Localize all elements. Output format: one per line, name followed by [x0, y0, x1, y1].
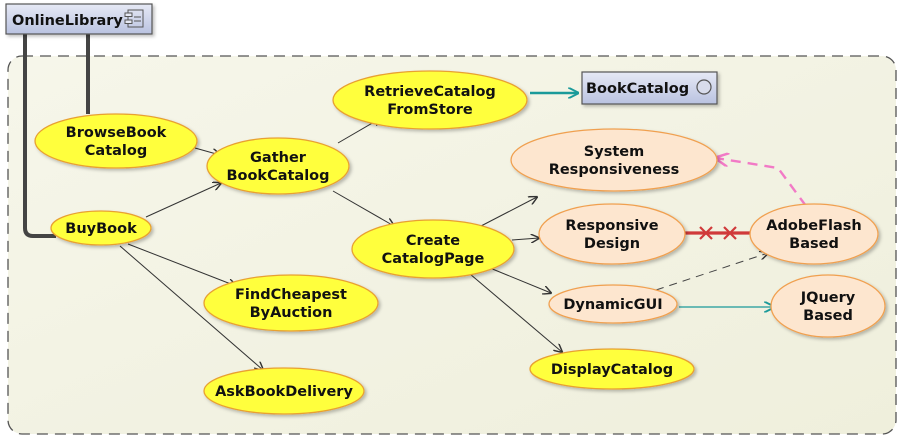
edge-dyngui-adobe	[655, 253, 768, 291]
node-shape-create	[351, 219, 515, 279]
node-label-jquery-0: JQuery	[800, 290, 856, 306]
node-shape-jquery	[770, 274, 886, 338]
edge-create-dyngui	[489, 267, 551, 293]
node-shape-display	[529, 348, 695, 390]
node-label-cheapest-0: FindCheapest	[235, 287, 347, 303]
edge-adobe-sysresp	[716, 158, 807, 207]
edge-create-respdesign	[511, 238, 539, 240]
node-buybook[interactable]: BuyBook	[50, 210, 152, 246]
interface-book-catalog[interactable]: BookCatalog	[581, 71, 718, 105]
node-label-retrieve-1: FromStore	[387, 102, 473, 118]
node-label-adobe-0: AdobeFlash	[766, 218, 861, 234]
edge-buybook-gather	[145, 183, 221, 218]
node-label-sysresp-0: System	[584, 144, 644, 160]
node-label-jquery-1: Based	[803, 308, 853, 324]
node-shape-gather	[206, 137, 350, 195]
interface-label: BookCatalog	[586, 81, 689, 97]
node-dyngui[interactable]: DynamicGUI	[548, 284, 678, 324]
node-display[interactable]: DisplayCatalog	[529, 348, 695, 390]
node-shape-browse	[34, 113, 198, 169]
node-shape-buybook	[50, 210, 152, 246]
edge-create-display	[469, 273, 562, 352]
node-shape-dyngui	[548, 284, 678, 324]
circle-interface-icon	[696, 79, 712, 95]
edge-gather-create	[332, 190, 394, 226]
node-label-sysresp-1: Responsiveness	[549, 162, 680, 178]
node-shape-sysresp	[510, 128, 718, 192]
component-online-library[interactable]: OnlineLibrary	[5, 3, 153, 35]
node-label-browse-1: Catalog	[85, 143, 147, 159]
node-shape-adobe	[749, 203, 879, 265]
conflict-x-marks	[699, 226, 737, 240]
node-label-respdesign-0: Responsive	[565, 218, 658, 234]
edge-create-sysresp	[480, 197, 537, 227]
edge-buybook-cheapest	[127, 243, 236, 286]
node-label-create-0: Create	[406, 233, 460, 249]
node-label-create-1: CatalogPage	[382, 251, 485, 267]
node-label-adobe-1: Based	[789, 236, 839, 252]
node-label-dyngui-0: DynamicGUI	[563, 297, 662, 313]
node-label-respdesign-1: Design	[584, 236, 640, 252]
node-label-delivery-0: AskBookDelivery	[215, 384, 353, 400]
node-label-cheapest-1: ByAuction	[250, 305, 333, 321]
node-delivery[interactable]: AskBookDelivery	[203, 367, 365, 415]
node-label-browse-0: BrowseBook	[66, 125, 167, 141]
node-label-retrieve-0: RetrieveCatalog	[364, 84, 496, 100]
node-label-gather-1: BookCatalog	[226, 168, 329, 184]
node-label-display-0: DisplayCatalog	[551, 362, 673, 378]
component-link-buybook	[23, 34, 56, 238]
component-icon	[124, 9, 144, 28]
node-shape-cheapest	[203, 274, 379, 332]
node-label-buybook-0: BuyBook	[65, 221, 137, 237]
component-label: OnlineLibrary	[12, 13, 123, 29]
node-label-gather-0: Gather	[250, 150, 307, 166]
node-shape-respdesign	[538, 203, 686, 265]
nodes: BrowseBookCatalogBuyBookGatherBookCatalo…	[34, 70, 886, 415]
edge-buybook-delivery	[119, 245, 263, 370]
node-shape-delivery	[203, 367, 365, 415]
node-shape-retrieve	[332, 70, 528, 130]
